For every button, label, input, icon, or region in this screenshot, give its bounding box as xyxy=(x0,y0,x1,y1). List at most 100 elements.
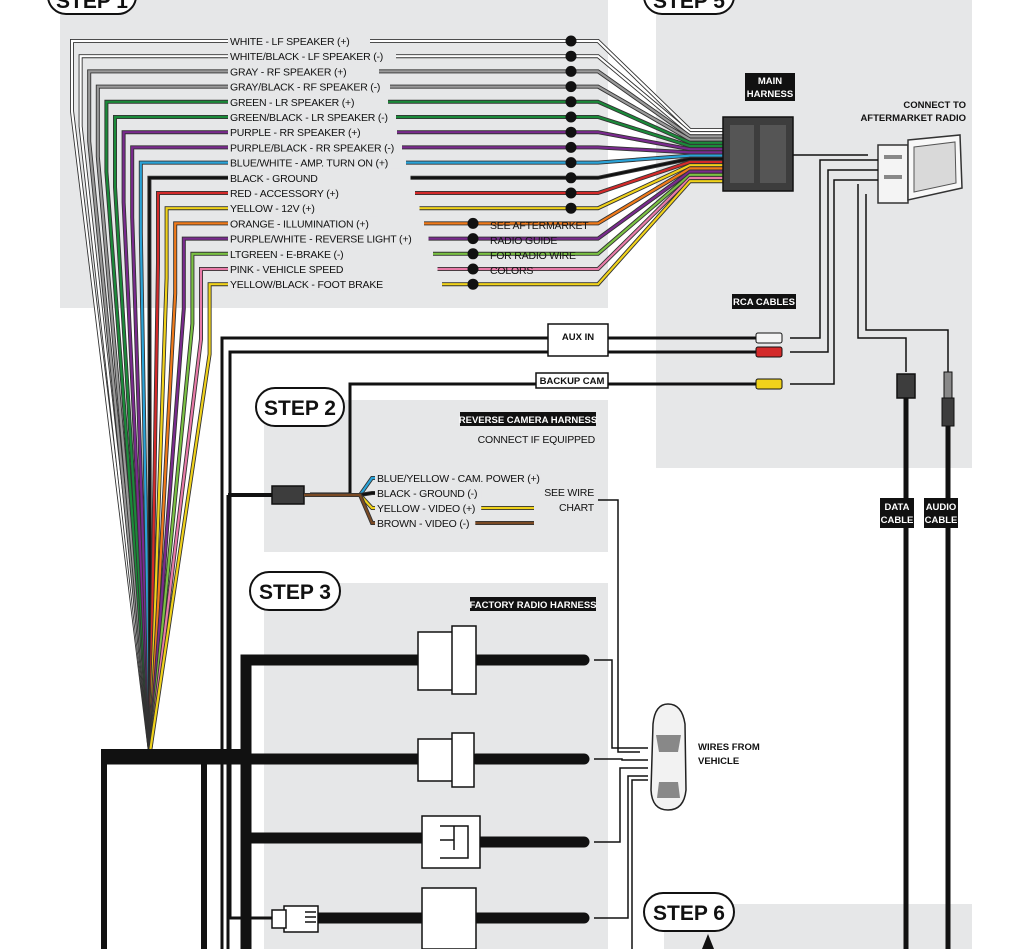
wire-terminal-dot xyxy=(565,96,577,108)
wire-label-16: YELLOW/BLACK - FOOT BRAKE xyxy=(230,279,383,291)
svg-text:AUX IN: AUX IN xyxy=(562,332,594,343)
wire-10 xyxy=(148,191,228,753)
wire-11 xyxy=(148,207,228,753)
factory-connector-4 xyxy=(271,887,590,949)
rca-plug-yellow xyxy=(755,378,783,390)
main-harness-tag: MAIN HARNESS xyxy=(745,73,795,101)
wire-terminal-dot xyxy=(467,217,479,229)
wire-label-bg xyxy=(228,262,348,275)
svg-text:STEP 2: STEP 2 xyxy=(264,397,336,420)
vehicle-leads xyxy=(594,659,648,949)
cam-wire-label-bg xyxy=(375,486,482,499)
step5-badge: STEP 5 xyxy=(643,0,735,15)
wire-run-10 xyxy=(415,160,723,195)
wire-label-bg xyxy=(228,49,396,63)
wire-run-2 xyxy=(379,70,723,138)
cam-wire-label-0: BLUE/YELLOW - CAM. POWER (+) xyxy=(377,473,540,485)
wire-run-16 xyxy=(442,180,723,286)
wire-12 xyxy=(148,222,228,753)
wire-label-bg xyxy=(228,94,360,108)
wire-run-0 xyxy=(370,39,723,132)
wire-label-14: LTGREEN - E-BRAKE (-) xyxy=(230,249,343,261)
cam-wire-label-2: YELLOW - VIDEO (+) xyxy=(377,503,475,515)
wire-terminal-dot xyxy=(565,81,577,93)
svg-text:STEP 6: STEP 6 xyxy=(653,902,725,925)
wire-terminal-dot xyxy=(565,126,577,138)
backup-cam-tag: BACKUP CAM xyxy=(535,372,609,389)
wire-label-bg xyxy=(228,79,390,93)
wire-run-4 xyxy=(388,100,723,144)
wire-label-bg xyxy=(228,186,342,199)
rca-cables-tag: RCA CABLES xyxy=(732,294,796,309)
svg-text:AUDIO: AUDIO xyxy=(926,502,957,513)
svg-text:STEP 1: STEP 1 xyxy=(56,0,128,13)
svg-text:SEE AFTERMARKET: SEE AFTERMARKET xyxy=(490,220,589,232)
reverse-camera-subtitle: CONNECT IF EQUIPPED xyxy=(478,434,596,446)
main-harness-connector xyxy=(722,116,868,192)
wire-label-0: WHITE - LF SPEAKER (+) xyxy=(230,36,350,48)
reverse-camera-note: SEE WIRE CHART xyxy=(544,487,640,753)
wire-4 xyxy=(105,100,228,753)
vehicle-label-1: WIRES FROM xyxy=(698,742,760,753)
step5-panel xyxy=(656,0,972,468)
step1-badge: STEP 1 xyxy=(47,0,137,15)
wire-label-bg xyxy=(228,110,396,123)
wire-terminal-dot xyxy=(467,248,479,260)
wire-terminal-dot xyxy=(565,50,577,62)
wire-label-8: BLUE/WHITE - AMP. TURN ON (+) xyxy=(230,158,388,170)
wire-1 xyxy=(79,55,228,753)
wire-label-bg xyxy=(228,277,378,291)
wire-label-bg xyxy=(228,170,312,184)
vehicle-label-2: VEHICLE xyxy=(698,756,739,767)
wire-label-bg xyxy=(228,216,378,230)
main-harness-labels: WHITE - LF SPEAKER (+) WHITE/BLACK - LF S… xyxy=(228,34,420,291)
step3-badge: STEP 3 xyxy=(249,571,341,611)
aftermarket-radio-icon xyxy=(877,134,963,204)
wire-5 xyxy=(113,115,228,753)
rca-plug-red xyxy=(755,346,783,358)
step2-badge: STEP 2 xyxy=(255,387,345,427)
wire-run-5 xyxy=(392,115,723,148)
wire-7 xyxy=(131,146,228,753)
wire-label-bg xyxy=(228,140,402,154)
wire-label-3: GRAY/BLACK - RF SPEAKER (-) xyxy=(230,82,380,94)
wire-label-bg xyxy=(228,155,402,169)
wire-0 xyxy=(70,39,228,753)
wire-terminal-dot xyxy=(565,111,577,123)
radio-outputs xyxy=(790,159,949,385)
wire-2 xyxy=(88,70,228,753)
cam-wire-label-1: BLACK - GROUND (-) xyxy=(377,488,477,500)
wire-14 xyxy=(148,252,228,753)
wire-run-14 xyxy=(433,173,723,255)
wire-9 xyxy=(148,176,228,753)
aftermarket-note: SEE AFTERMARKET RADIO GUIDE FOR RADIO WI… xyxy=(490,220,590,277)
cam-wire-label-bg xyxy=(375,471,541,484)
wire-15 xyxy=(148,267,228,753)
audio-cable: AUDIO CABLE xyxy=(924,371,958,949)
svg-text:BACKUP CAM: BACKUP CAM xyxy=(540,376,605,387)
wire-terminal-dot xyxy=(565,187,577,199)
wire-label-1: WHITE/BLACK - LF SPEAKER (-) xyxy=(230,51,383,63)
svg-text:CABLE: CABLE xyxy=(881,515,914,526)
wire-terminal-dot xyxy=(467,263,479,275)
wire-terminal-dot xyxy=(565,141,577,153)
svg-text:HARNESS: HARNESS xyxy=(747,89,793,100)
reverse-camera-connector xyxy=(226,485,305,949)
wire-label-bg xyxy=(228,34,360,47)
wire-label-15: PINK - VEHICLE SPEED xyxy=(230,264,344,276)
wire-label-13: PURPLE/WHITE - REVERSE LIGHT (+) xyxy=(230,234,412,246)
main-trunk xyxy=(101,749,246,949)
wire-8 xyxy=(139,161,228,753)
wire-terminal-dot xyxy=(467,278,479,290)
wire-run-1 xyxy=(374,55,723,135)
aux-in-tag: AUX IN xyxy=(547,323,609,357)
svg-text:STEP 5: STEP 5 xyxy=(653,0,725,13)
radio-label-1: CONNECT TO xyxy=(903,100,966,111)
wire-label-4: GREEN - LR SPEAKER (+) xyxy=(230,97,354,109)
svg-text:REVERSE CAMERA HARNESS: REVERSE CAMERA HARNESS xyxy=(459,415,597,426)
car-icon xyxy=(650,703,687,811)
wire-run-6 xyxy=(397,131,723,151)
data-cable: DATA CABLE xyxy=(880,373,916,949)
svg-text:FACTORY RADIO HARNESS: FACTORY RADIO HARNESS xyxy=(469,600,596,611)
